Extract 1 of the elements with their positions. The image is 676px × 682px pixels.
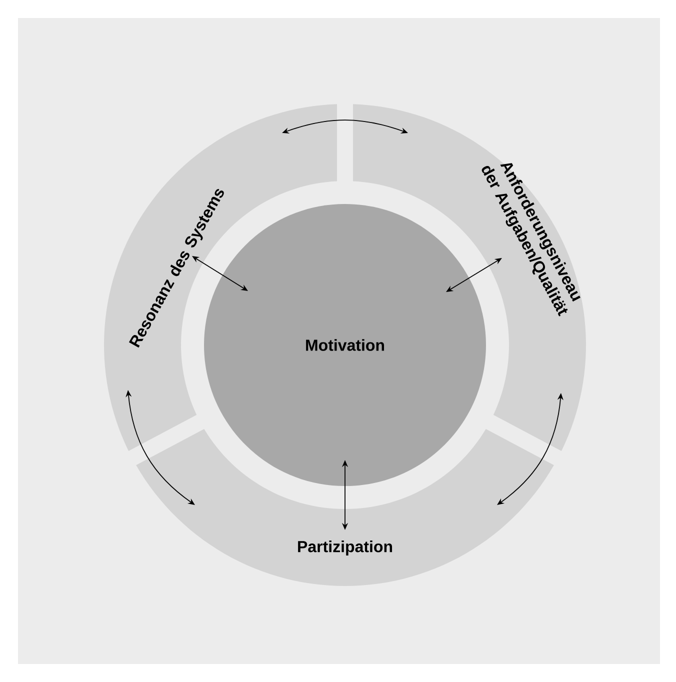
ring-segment: Partizipation [136,428,554,586]
